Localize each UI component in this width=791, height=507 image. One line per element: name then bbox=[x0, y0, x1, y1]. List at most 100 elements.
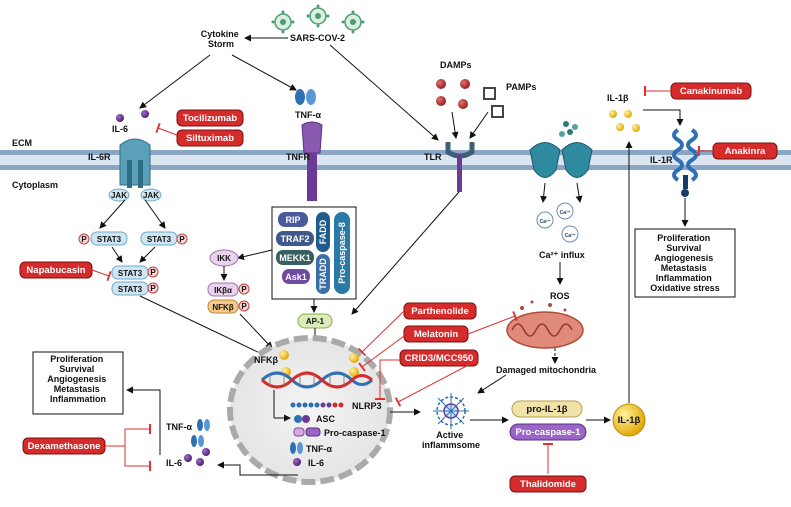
inhibition-line bbox=[467, 310, 518, 335]
svg-text:Pro-caspase-8: Pro-caspase-8 bbox=[337, 222, 347, 284]
tnfa-left-label: TNF-α bbox=[166, 422, 192, 432]
inhibition-line bbox=[394, 359, 479, 407]
drug-anakinra: Anakinra bbox=[712, 142, 778, 160]
phospho-p bbox=[78, 233, 90, 245]
damps-label: DAMPs bbox=[440, 60, 472, 70]
arrow bbox=[469, 111, 489, 139]
svg-text:Siltuximab: Siltuximab bbox=[186, 133, 234, 144]
arrow bbox=[237, 249, 273, 261]
arrow bbox=[139, 246, 156, 263]
svg-text:TRAF2: TRAF2 bbox=[281, 234, 310, 244]
ikk-box: IKK bbox=[209, 249, 239, 267]
nfkb-box: NFKβ P bbox=[207, 299, 250, 314]
ros-label: ROS bbox=[550, 291, 570, 301]
phospho-p bbox=[147, 266, 159, 278]
cell-membrane bbox=[0, 150, 791, 170]
inhibition-line bbox=[124, 446, 151, 471]
arrow bbox=[575, 182, 583, 203]
il6-nucleus-label: IL-6 bbox=[308, 458, 324, 468]
damaged-mito-label: Damaged mitochondria bbox=[496, 365, 597, 375]
arrow bbox=[451, 111, 459, 139]
il6-molecule bbox=[202, 448, 210, 456]
drug-siltuximab: Siltuximab bbox=[176, 129, 244, 147]
svg-text:Ca²⁺: Ca²⁺ bbox=[560, 210, 571, 216]
pamp-molecule bbox=[491, 105, 504, 118]
svg-text:CRID3/MCC950: CRID3/MCC950 bbox=[405, 353, 474, 364]
calcium-ion: Ca²⁺ bbox=[561, 225, 579, 243]
tnfa-top-label: TNF-α bbox=[295, 110, 321, 120]
tnfa-molecule bbox=[191, 419, 210, 447]
stat3-label: STAT3 bbox=[97, 235, 122, 244]
complex-ask1: Ask1 bbox=[282, 269, 310, 284]
tnfa-molecule bbox=[290, 442, 303, 454]
nfkb-molecule bbox=[349, 353, 359, 363]
complex-mekk1: MEKK1 bbox=[276, 250, 314, 265]
svg-text:IL-1β: IL-1β bbox=[618, 415, 641, 426]
drug-thalidomide: Thalidomide bbox=[509, 475, 587, 493]
il1b-molecule bbox=[624, 110, 632, 118]
jak-right bbox=[140, 188, 162, 202]
stat3-box bbox=[90, 231, 128, 246]
svg-text:Tocilizumab: Tocilizumab bbox=[183, 113, 237, 124]
il1b-molecule bbox=[609, 110, 617, 118]
drug-canakinumab: Canakinumab bbox=[670, 82, 752, 100]
il1r-label: IL-1R bbox=[650, 155, 673, 165]
damp-molecule bbox=[460, 79, 470, 89]
phospho-p bbox=[147, 282, 159, 294]
svg-text:Anakinra: Anakinra bbox=[725, 146, 766, 157]
p-label: P bbox=[81, 235, 87, 244]
stat3-label: STAT3 bbox=[147, 235, 172, 244]
svg-text:IKβα: IKβα bbox=[214, 286, 232, 295]
il6r-label: IL-6R bbox=[88, 152, 111, 162]
svg-text:Napabucasin: Napabucasin bbox=[26, 265, 85, 276]
arrow bbox=[540, 182, 548, 203]
calcium-ion: Ca²⁺ bbox=[556, 202, 574, 220]
pro-caspase-1-nucleus-label: Pro-caspase-1 bbox=[324, 428, 386, 438]
svg-text:P: P bbox=[241, 302, 247, 311]
p-label: P bbox=[179, 235, 185, 244]
svg-text:P: P bbox=[241, 285, 247, 294]
outcome-list-left: Proliferation Survival Angiogenesis Meta… bbox=[47, 354, 109, 404]
jak-left bbox=[108, 188, 130, 202]
tnfr-label: TNFR bbox=[286, 152, 310, 162]
p-label: P bbox=[150, 268, 156, 277]
dna-helix bbox=[260, 371, 374, 389]
ap1-box: AP-1 bbox=[297, 313, 333, 329]
svg-text:AP-1: AP-1 bbox=[306, 317, 325, 326]
svg-text:IKK: IKK bbox=[217, 254, 231, 263]
inhibition-line bbox=[155, 122, 178, 136]
calcium-channel bbox=[529, 142, 593, 178]
drug-napabucasin: Napabucasin bbox=[19, 261, 93, 279]
arrow bbox=[231, 54, 297, 91]
tnfa-molecule bbox=[295, 89, 316, 105]
ikba-box: IKβα P bbox=[207, 282, 250, 297]
pro-caspase-1-molecule bbox=[293, 427, 321, 437]
complex-procasp8: Pro-caspase-8 bbox=[334, 212, 350, 294]
damp-molecule bbox=[436, 96, 446, 106]
tlr-label: TLR bbox=[424, 152, 442, 162]
outcome-box-left bbox=[32, 351, 124, 415]
svg-text:Ask1: Ask1 bbox=[285, 272, 307, 282]
active-inflammasome-label: Active inflammsome bbox=[422, 430, 480, 450]
calcium-ions bbox=[559, 121, 578, 137]
tlr-receptor bbox=[445, 142, 475, 192]
virus-icon bbox=[341, 10, 365, 34]
pro-il1b-box: pro-IL-1β bbox=[511, 400, 583, 418]
asc-label: ASC bbox=[316, 414, 336, 424]
damp-molecule bbox=[458, 99, 468, 109]
svg-text:Canakinumab: Canakinumab bbox=[680, 86, 742, 97]
arrow bbox=[329, 44, 439, 141]
outcome-box-right bbox=[634, 228, 736, 298]
arrow bbox=[239, 313, 273, 349]
drug-parthenolide: Parthenolide bbox=[403, 302, 477, 320]
tnf-receptor bbox=[301, 121, 323, 201]
cytoplasm-label: Cytoplasm bbox=[12, 180, 58, 190]
il6-molecule bbox=[116, 114, 124, 122]
calcium-ion: Ca²⁺ bbox=[536, 211, 554, 229]
svg-text:Parthenolide: Parthenolide bbox=[411, 306, 469, 317]
nlrp3-chain bbox=[290, 402, 344, 408]
pamp-molecule bbox=[483, 87, 496, 100]
il6-label: IL-6 bbox=[112, 124, 128, 134]
svg-text:Ca²⁺: Ca²⁺ bbox=[565, 233, 576, 239]
drug-crid3: CRID3/MCC950 bbox=[399, 349, 479, 367]
